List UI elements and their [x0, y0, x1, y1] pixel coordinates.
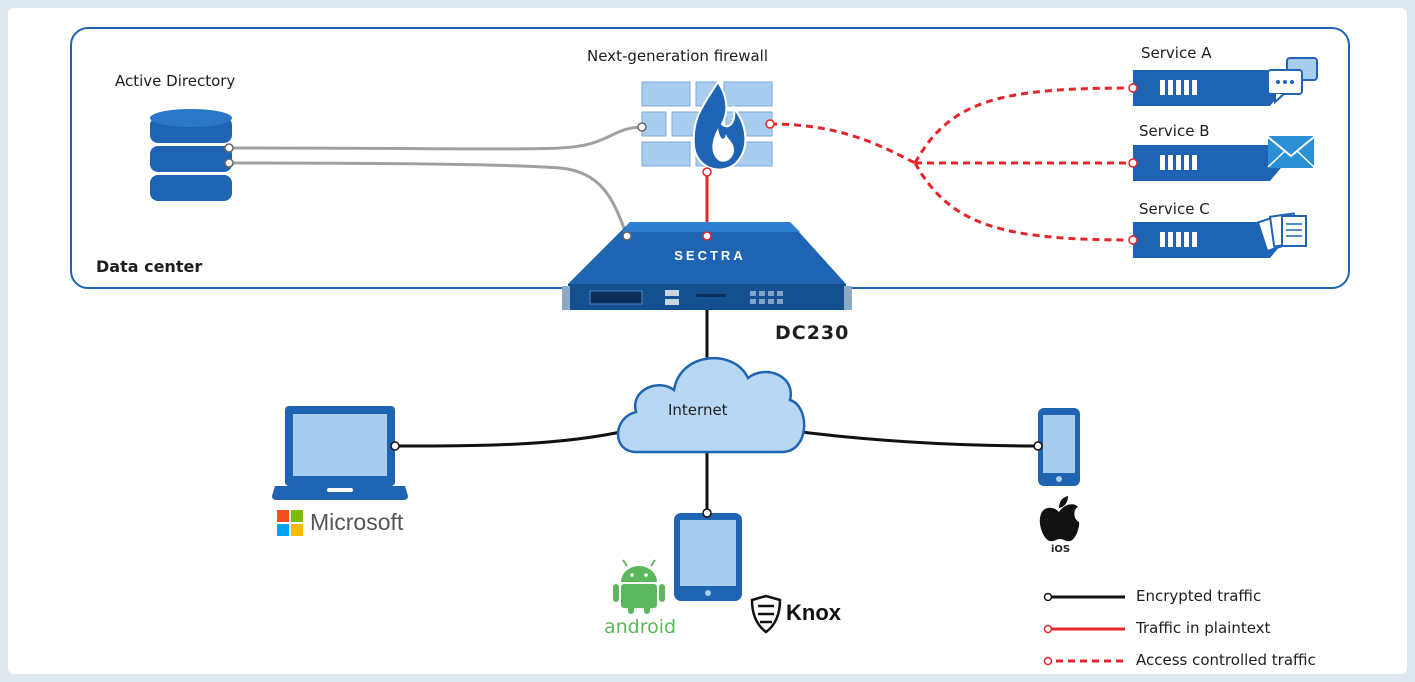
server-icon [1128, 70, 1285, 106]
tablet-icon [674, 508, 742, 601]
server-icon [1128, 222, 1285, 258]
knox-logo [750, 594, 782, 634]
legend-plaintext-label: Traffic in plaintext [1136, 619, 1271, 637]
legend-encrypted-label: Encrypted traffic [1136, 587, 1262, 605]
encrypted-links [394, 308, 1039, 513]
chat-icon [1267, 57, 1318, 105]
mail-icon [1267, 136, 1315, 168]
service-c-label: Service C [1139, 200, 1210, 218]
android-logo [613, 559, 665, 614]
access-controlled-links [769, 86, 1134, 242]
active-directory-label: Active Directory [115, 72, 236, 90]
apple-logo [1039, 496, 1080, 542]
microsoft-label: Microsoft [310, 509, 404, 535]
internet-label: Internet [668, 401, 728, 419]
service-b-label: Service B [1139, 122, 1210, 140]
android-label: android [604, 616, 677, 638]
legend-graphics [1043, 592, 1125, 666]
ad-connections [231, 125, 643, 237]
documents-icon [1256, 212, 1307, 253]
appliance-icon [562, 222, 852, 310]
laptop-icon [272, 406, 408, 500]
phone-icon [1033, 408, 1080, 486]
knox-label: Knox [786, 600, 841, 625]
database-icon [150, 109, 234, 201]
legend-access-controlled-label: Access controlled traffic [1136, 651, 1316, 669]
data-center-label: Data center [96, 257, 203, 276]
microsoft-logo [277, 510, 303, 536]
firewall-icon [637, 80, 775, 177]
cloud-icon [616, 356, 806, 454]
service-a-label: Service A [1141, 44, 1212, 62]
appliance-model-label: DC230 [775, 322, 850, 344]
firewall-label: Next-generation firewall [587, 47, 769, 65]
appliance-brand: SECTRA [674, 248, 745, 263]
server-icon [1128, 145, 1285, 181]
ios-label: iOS [1051, 544, 1071, 555]
